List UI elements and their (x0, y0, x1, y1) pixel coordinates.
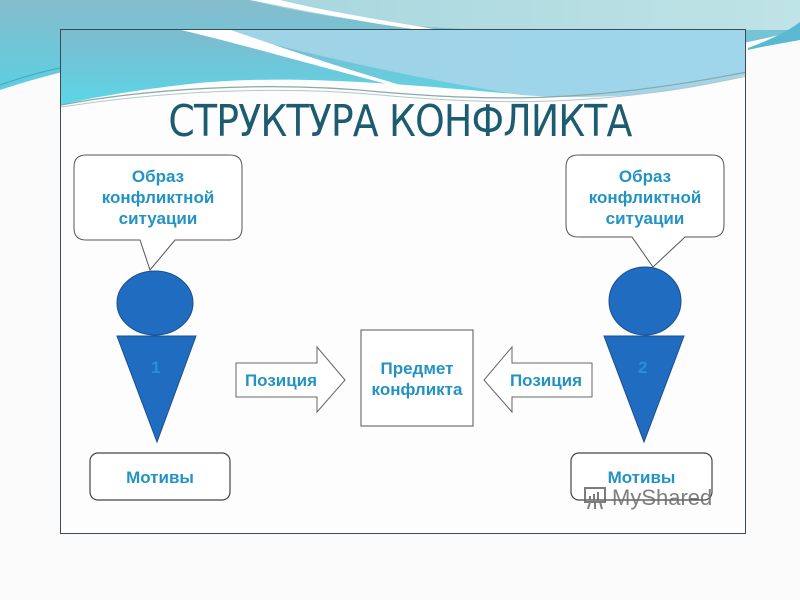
left-position-arrow (235, 345, 346, 414)
left-motives-box (89, 452, 231, 501)
left-callout-line-2: конфликтной (101, 188, 215, 207)
right-position-arrow (483, 345, 593, 414)
right-callout-line-2: конфликтной (588, 188, 702, 207)
right-motives-label: Мотивы (607, 468, 676, 487)
party-2-figure (603, 266, 685, 444)
party-1-figure (116, 270, 197, 444)
left-callout-line-3: ситуации (118, 209, 198, 228)
right-position-label: Позиция (509, 371, 583, 390)
left-callout-bubble (73, 154, 243, 272)
presentation-board-icon (584, 487, 606, 510)
left-motives-label: Мотивы (126, 468, 194, 487)
right-callout-text: Образ конфликтной ситуации (566, 166, 724, 229)
watermark-text: MyShared (612, 485, 713, 510)
subject-box (360, 329, 474, 427)
subject-line-1: Предмет (380, 359, 454, 378)
page-title: СТРУКТУРА КОНФЛИКТА (168, 96, 632, 147)
left-position-label: Позиция (244, 371, 318, 390)
right-motives-box (570, 452, 713, 501)
left-callout-text: Образ конфликтной ситуации (74, 166, 242, 229)
right-callout-line-1: Образ (618, 167, 672, 186)
subject-line-2: конфликта (371, 380, 463, 399)
subject-text: Предмет конфликта (361, 358, 473, 400)
party-2-number: 2 (638, 358, 648, 377)
right-callout-bubble (565, 154, 725, 268)
header-waves (61, 30, 745, 108)
left-callout-line-1: Образ (131, 167, 185, 186)
party-1-number: 1 (151, 358, 161, 377)
watermark: MyShared (582, 484, 712, 512)
right-callout-line-3: ситуации (605, 209, 685, 228)
